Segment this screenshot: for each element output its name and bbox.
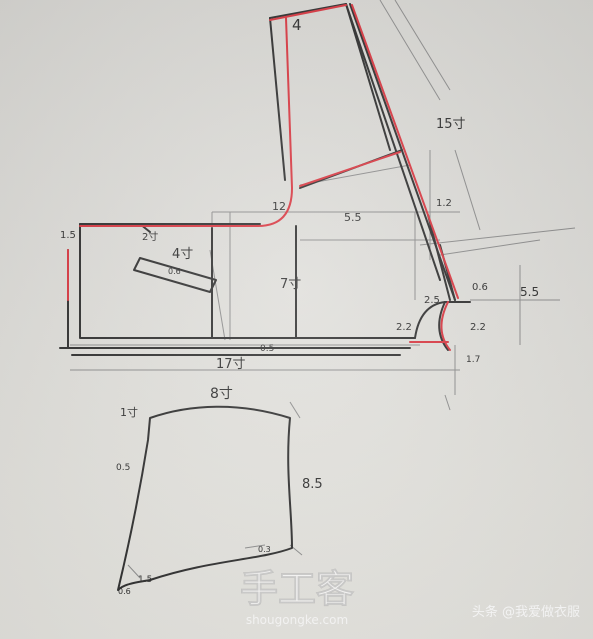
label-bottom-length: 17寸	[216, 357, 246, 372]
guide-lower-bl	[127, 564, 141, 579]
label-body-height: 7寸	[280, 277, 301, 292]
notch-right-curve	[438, 301, 449, 351]
label-notch-2-2-right: 2.2	[470, 322, 486, 333]
label-upper-right-length: 15寸	[436, 117, 466, 132]
red-collar-top	[269, 4, 347, 21]
label-bottom-1-7: 1.7	[466, 355, 480, 365]
guide-far-right-2	[439, 239, 541, 256]
label-collar-12: 12	[272, 200, 286, 213]
label-collar-1-2: 1.2	[436, 198, 452, 209]
collar-left-outline	[269, 17, 286, 181]
label-slot-4: 4寸	[172, 247, 193, 262]
label-mid-5-5: 5.5	[344, 211, 362, 224]
red-long-diagonal	[351, 4, 459, 299]
body-outline-left-bottom	[79, 223, 416, 339]
red-body-top-collar	[79, 17, 293, 227]
label-lower-tl: 1寸	[120, 405, 138, 419]
label-left-1-5: 1.5	[60, 230, 76, 241]
label-notch-2-5: 2.5	[424, 295, 440, 306]
guide-mark	[444, 394, 451, 411]
label-notch-2-2-left: 2.2	[396, 322, 412, 333]
label-right-side-5-5: 5.5	[520, 285, 539, 299]
guide-right-slant	[454, 149, 481, 231]
label-slot-2: 2寸	[142, 230, 158, 243]
red-notch-curve	[440, 301, 451, 351]
ink-outlines	[59, 3, 471, 591]
red-collar-edge	[299, 151, 401, 187]
watermark-title: 手工客	[240, 567, 354, 611]
credit-text: 头条 @我爱做衣服	[472, 604, 580, 620]
label-lower-br: 0.3	[258, 545, 271, 554]
label-lower-left: 0.5	[116, 463, 130, 473]
guide-top-diagonal-2	[394, 0, 451, 91]
watermark-site: shougongke.com	[246, 613, 348, 627]
label-bottom-0-5: 0.5	[260, 344, 274, 354]
guide-far-right	[419, 227, 576, 246]
label-lower-bl-1-5: 1.5	[138, 575, 152, 585]
right-hook-line-2	[427, 214, 451, 301]
guide-lower-tr	[289, 401, 301, 419]
label-lower-right-height: 8.5	[302, 477, 323, 492]
label-lower-top-width: 8寸	[210, 386, 233, 402]
label-top-width: 4	[292, 16, 302, 34]
right-diagonal-inner	[345, 3, 441, 281]
guide-lower-br-2	[244, 544, 266, 549]
label-slot-0-6: 0.6	[168, 267, 181, 276]
measurement-labels: 4 15寸 12 1.2 5.5 1.5 2寸 4寸 0.6 7寸 0.6 5.…	[60, 16, 539, 596]
slot-rectangle	[133, 257, 217, 293]
notch-left-curve	[414, 301, 446, 339]
label-right-0-6: 0.6	[472, 282, 488, 293]
label-lower-bl-0-6: 0.6	[118, 587, 131, 596]
guide-top-diagonal	[379, 0, 441, 101]
lower-piece-outline	[117, 405, 293, 591]
red-outlines	[67, 4, 459, 351]
body-outer-frame	[67, 249, 411, 349]
